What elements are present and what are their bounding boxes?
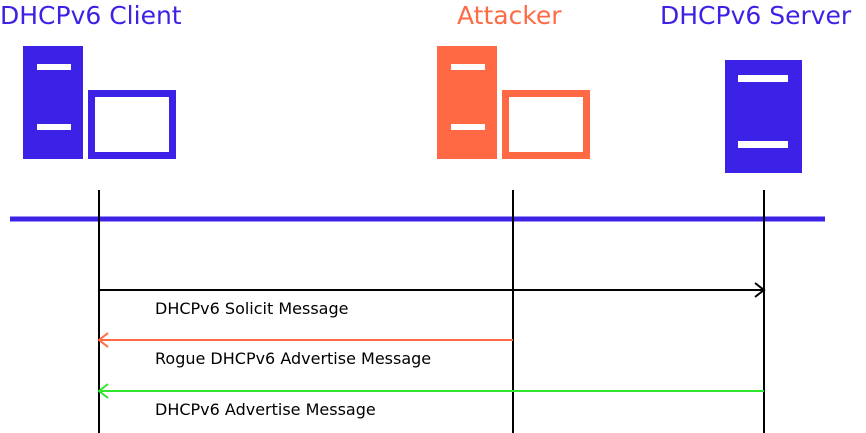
attacker-label: Attacker — [457, 1, 562, 30]
attacker-computer-icon — [437, 46, 590, 159]
solicit-message-label: DHCPv6 Solicit Message — [155, 299, 349, 318]
advertise-arrow — [97, 383, 764, 399]
advertise-message-label: DHCPv6 Advertise Message — [155, 400, 376, 419]
client-computer-icon — [23, 46, 176, 159]
client-label: DHCPv6 Client — [0, 1, 182, 30]
rogue-advertise-message-label: Rogue DHCPv6 Advertise Message — [155, 349, 432, 368]
server-label: DHCPv6 Server — [660, 1, 852, 30]
server-icon — [725, 60, 802, 173]
rogue-advertise-arrow — [97, 332, 513, 348]
solicit-arrow — [99, 282, 766, 298]
